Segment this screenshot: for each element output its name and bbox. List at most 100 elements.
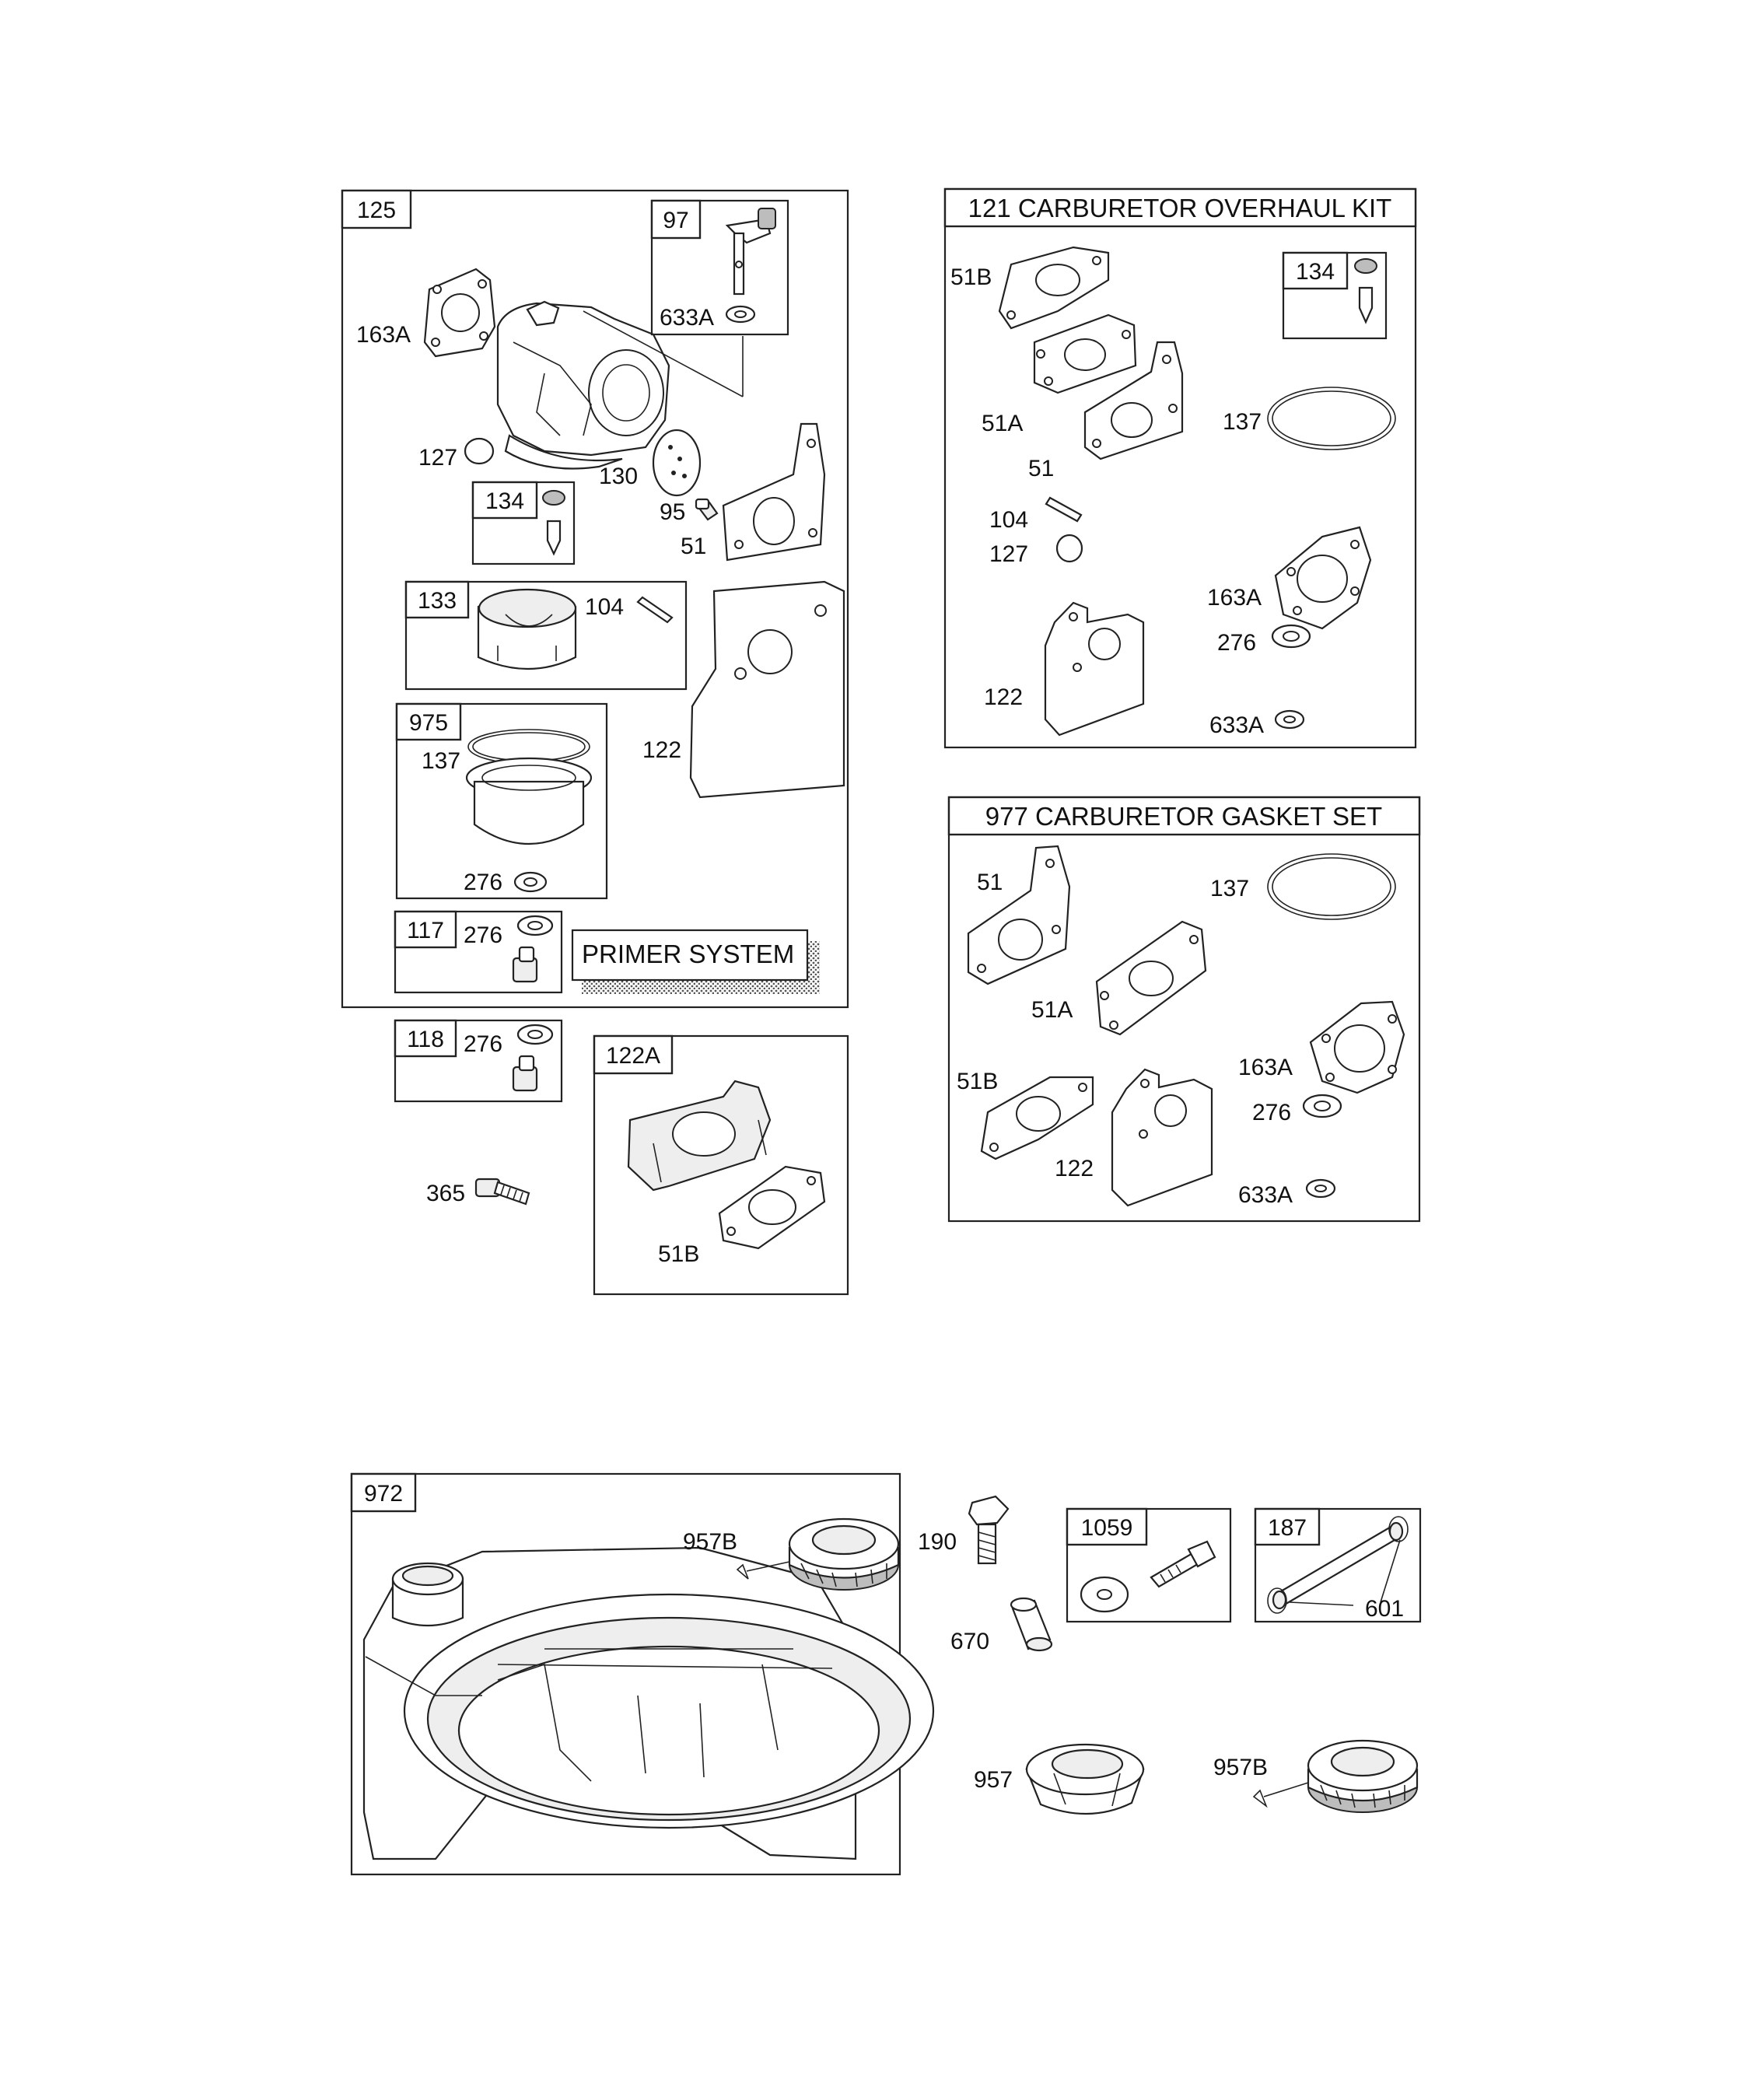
gasket-51a-kit-part <box>1033 313 1137 394</box>
label-276-set: 276 <box>1252 1100 1291 1125</box>
overhaul-kit-title: 121 CARBURETOR OVERHAUL KIT <box>968 194 1392 222</box>
group-133-tag-label: 133 <box>418 588 457 614</box>
label-163a-kit: 163A <box>1207 585 1262 611</box>
group-134-tag <box>471 481 538 520</box>
group-118-tag-label: 118 <box>407 1027 444 1052</box>
insulator-122-part <box>689 580 845 799</box>
group-975-tag-label: 975 <box>409 710 448 736</box>
group-122a-tag-label: 122A <box>606 1043 660 1069</box>
overhaul-kit-title-box <box>943 187 1417 228</box>
label-137-set: 137 <box>1210 876 1249 901</box>
group-975-tag <box>395 702 462 741</box>
welch-plug-127-kit-part <box>1055 534 1083 563</box>
label-276-117: 276 <box>464 922 502 948</box>
fuel-line-187-part <box>1272 1521 1404 1610</box>
label-104-kit: 104 <box>989 507 1028 533</box>
label-276: 276 <box>464 870 502 895</box>
bushing-670-part <box>1010 1597 1053 1652</box>
label-633a-kit: 633A <box>1209 712 1264 738</box>
group-1059: 1059 <box>1066 1507 1232 1623</box>
gasket-set-title-box <box>947 796 1421 836</box>
welch-plug-127-part <box>464 437 495 465</box>
label-137-kit: 137 <box>1223 409 1262 435</box>
gasket-51-kit-part <box>1083 341 1184 460</box>
label-51-set: 51 <box>977 870 1003 895</box>
group-97-tag <box>650 199 702 240</box>
primer-system-title: PRIMER SYSTEM <box>582 940 794 968</box>
group-972-tag <box>350 1472 417 1513</box>
carburetor-assembly-group: 125 163A 97 <box>341 189 849 1009</box>
fuel-neck-part <box>391 1562 464 1627</box>
group-134-kit-tag <box>1282 251 1349 290</box>
gasket-51b-122a-part <box>718 1165 826 1250</box>
washer-276-kit-part <box>1271 624 1311 649</box>
washer-633a-part <box>725 305 756 324</box>
group-133-tag <box>404 580 470 619</box>
label-51b-set: 51B <box>957 1069 998 1094</box>
group-133-frame <box>404 580 688 691</box>
overhaul-kit-group: 121 CARBURETOR OVERHAUL KIT 51B 51A 51 1… <box>943 187 1417 749</box>
washer-276-set-part <box>1302 1094 1342 1118</box>
group-122a-tag <box>593 1034 674 1075</box>
group-187-tag-label: 187 <box>1268 1515 1307 1541</box>
label-601: 601 <box>1365 1596 1404 1622</box>
float-needle-134-kit-part <box>1354 258 1377 324</box>
gasket-set-title: 977 CARBURETOR GASKET SET <box>985 802 1382 831</box>
label-957: 957 <box>974 1767 1013 1793</box>
gasket-51-part <box>722 422 826 562</box>
carburetor-body-part <box>496 300 744 470</box>
label-137: 137 <box>422 748 460 774</box>
label-276-118: 276 <box>464 1031 502 1057</box>
group-975-frame <box>395 702 608 900</box>
bolt-190-part <box>968 1495 1010 1565</box>
group-97-tag-label: 97 <box>663 208 688 233</box>
fuel-cap-957b-part <box>736 1517 900 1591</box>
group-134-tag-label: 134 <box>485 488 524 514</box>
label-122-kit: 122 <box>984 684 1023 710</box>
group-1059-tag <box>1066 1507 1148 1546</box>
group-187: 187 601 <box>1254 1507 1422 1623</box>
group-117-frame <box>394 910 563 994</box>
fuel-cap-957-part <box>1025 1743 1145 1815</box>
label-104: 104 <box>585 594 624 620</box>
label-51-kit: 51 <box>1028 456 1054 481</box>
gasket-51-set-part <box>967 845 1071 985</box>
label-122: 122 <box>642 737 681 763</box>
plug-117-part <box>512 946 538 983</box>
gasket-163a-set-part <box>1309 1000 1405 1094</box>
washer-276-part <box>513 871 548 893</box>
label-633a-set: 633A <box>1238 1182 1293 1208</box>
gasket-51b-set-part <box>980 1076 1094 1160</box>
group-1059-tag-label: 1059 <box>1081 1515 1133 1541</box>
fuel-cap-957b-lower-part <box>1252 1739 1419 1813</box>
label-670: 670 <box>950 1629 989 1654</box>
diaphragm-130-part <box>652 429 702 497</box>
shoulder-bolt-1059-part <box>1080 1540 1216 1613</box>
group-122a-frame <box>593 1034 849 1296</box>
hose-clamp-601-part <box>1267 1516 1409 1614</box>
float-bowl-part <box>465 757 593 845</box>
washer-276-117-part <box>516 915 554 936</box>
washer-633a-set-part <box>1305 1178 1336 1199</box>
label-130: 130 <box>599 464 638 489</box>
label-276-kit: 276 <box>1217 630 1256 656</box>
float-needle-134-part <box>542 490 565 556</box>
label-51: 51 <box>681 534 706 559</box>
throttle-shaft-part <box>725 208 776 296</box>
label-51b-122a: 51B <box>658 1241 699 1267</box>
label-122-set: 122 <box>1055 1156 1094 1181</box>
group-117-tag <box>394 910 457 949</box>
label-127: 127 <box>418 445 457 471</box>
fuel-tank-part <box>362 1546 935 1860</box>
group-187-frame <box>1254 1507 1422 1623</box>
pin-104-kit-part <box>1045 496 1083 523</box>
group-125-frame <box>341 189 849 1009</box>
group-97-frame <box>650 199 789 336</box>
label-957b-lower: 957B <box>1213 1755 1268 1780</box>
label-95: 95 <box>660 499 685 525</box>
stud-365-part <box>474 1178 530 1206</box>
plug-118-part <box>512 1055 538 1092</box>
group-117-tag-label: 117 <box>407 918 444 943</box>
group-125-tag-label: 125 <box>357 198 396 223</box>
